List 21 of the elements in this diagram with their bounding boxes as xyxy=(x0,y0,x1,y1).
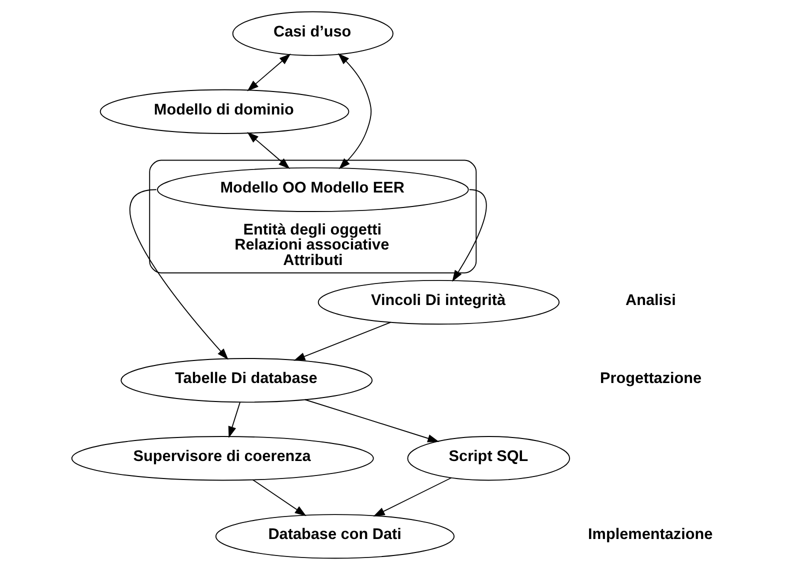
node-ellipse: Tabelle Di database xyxy=(120,358,372,403)
label: Analisi xyxy=(625,292,676,309)
node-ellipse: Modello OO Modello EER xyxy=(156,167,468,212)
arrow xyxy=(452,189,486,282)
arrow xyxy=(304,399,439,442)
label: Implementazione xyxy=(588,526,712,544)
node-ellipse: Modello di dominio xyxy=(99,89,349,134)
node-ellipse: Vincoli Di integrità xyxy=(317,280,560,325)
node-ellipse: Script SQL xyxy=(406,436,570,481)
node-ellipse: Casi d’uso xyxy=(232,11,393,56)
arrow xyxy=(246,54,290,92)
node-ellipse: Database con Dati xyxy=(214,514,454,559)
label: Progettazione xyxy=(600,370,702,388)
arrow xyxy=(246,132,290,169)
arrow xyxy=(228,402,240,438)
node-ellipse: Supervisore di coerenza xyxy=(70,436,374,481)
arrow xyxy=(129,189,228,360)
arrow xyxy=(252,479,306,516)
arrow xyxy=(337,53,372,170)
arrow xyxy=(293,322,391,361)
arrow xyxy=(372,477,452,516)
